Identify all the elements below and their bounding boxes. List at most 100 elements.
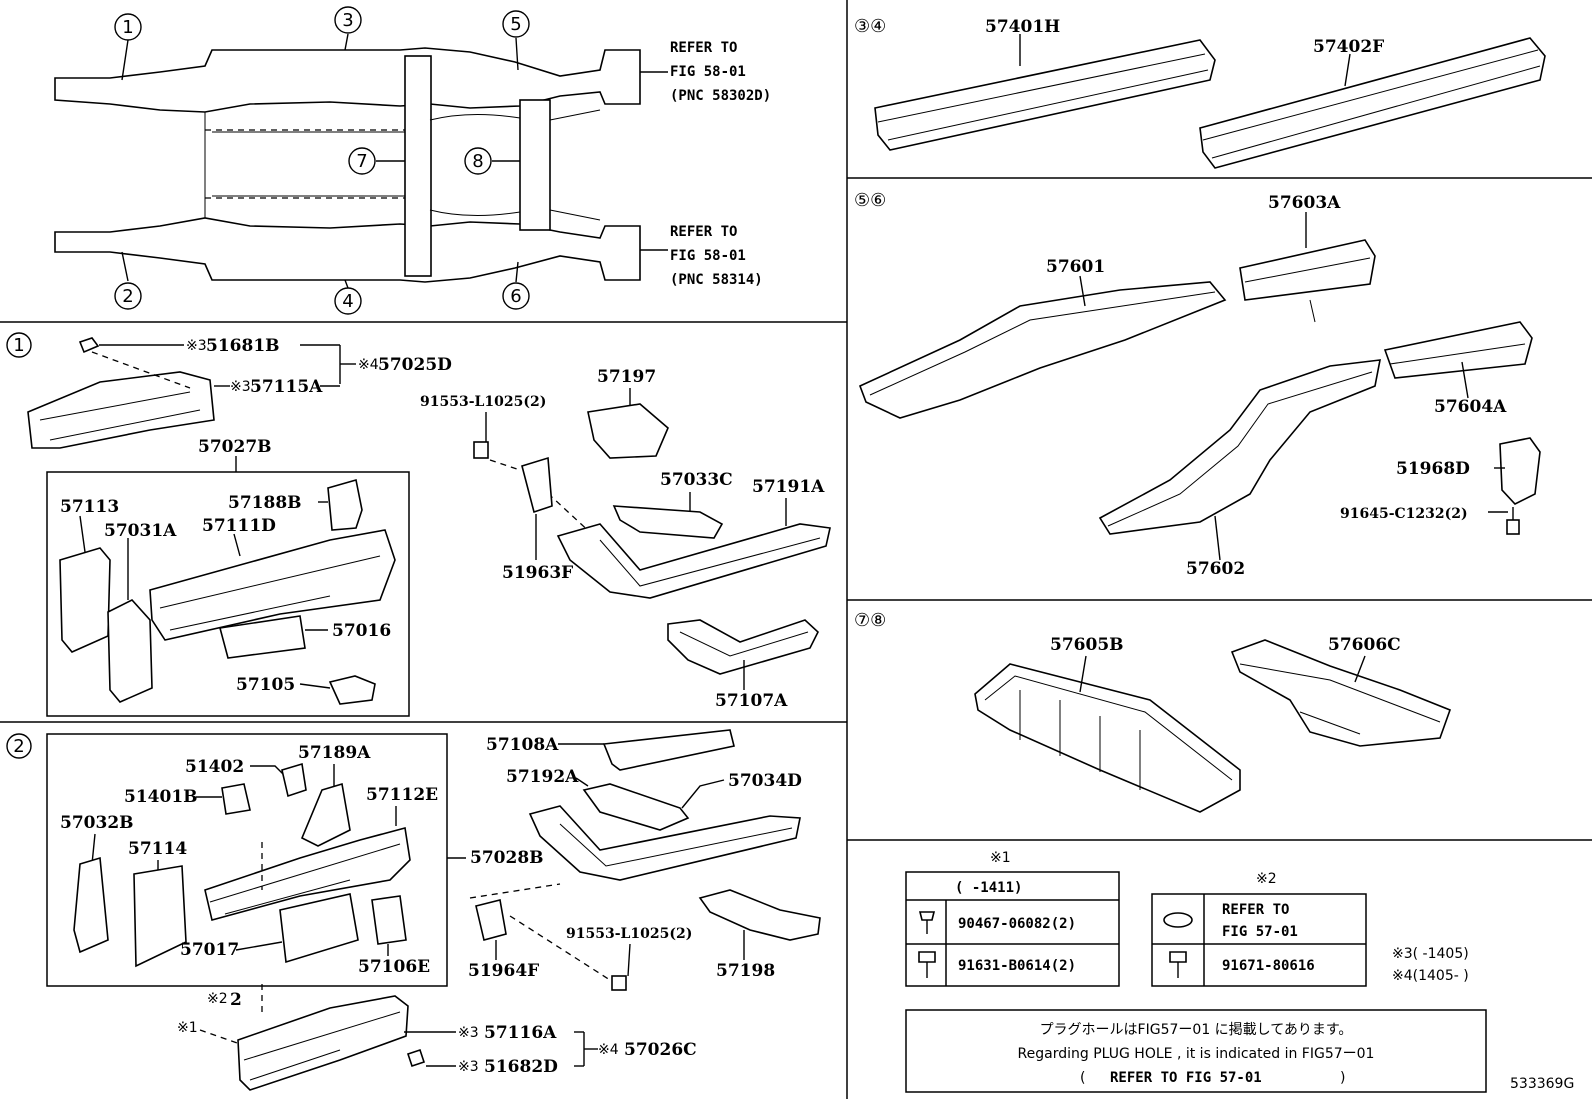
legend: ※1 ( -1411) 90467-06082(2) 91631-B0614(2…: [905, 850, 1574, 1093]
svg-text:※4: ※4: [598, 1042, 619, 1058]
part-label: 91553-L1025(2): [420, 394, 546, 410]
part-label: 57108A: [486, 735, 559, 755]
bolt-icon: [1169, 951, 1187, 978]
section-2-header: 2: [13, 736, 24, 757]
marker-2: 2: [122, 286, 133, 307]
part-label: 51682D: [484, 1057, 558, 1077]
part-label: 57402F: [1313, 37, 1384, 57]
part-label: 2: [230, 990, 242, 1010]
part-label: 57115A: [250, 377, 323, 397]
plug-hole-ref: REFER TO FIG 57-01: [1110, 1070, 1262, 1086]
section-2: 2 57028B 51402 57189A 51401B 57112E 5703…: [6, 729, 821, 1091]
svg-text:※3: ※3: [458, 1059, 479, 1075]
marker-8: 8: [472, 151, 483, 172]
legend-t1-header: ( -1411): [955, 880, 1022, 896]
plug-hole-note-en: Regarding PLUG HOLE , it is indicated in…: [1018, 1046, 1375, 1062]
svg-text:(PNC 58314): (PNC 58314): [670, 272, 763, 288]
svg-text:(: (: [1080, 1070, 1085, 1086]
svg-text:REFER TO: REFER TO: [670, 224, 737, 240]
legend-t1-row: 91631-B0614(2): [958, 958, 1076, 974]
figure-code: 533369G: [1510, 1076, 1574, 1092]
section-1-header: 1: [13, 335, 24, 356]
part-label: 51681B: [206, 336, 280, 356]
overview-refer-top: REFER TO FIG 58-01 (PNC 58302D): [670, 40, 771, 104]
overview-refer-bottom: REFER TO FIG 58-01 (PNC 58314): [670, 224, 763, 288]
svg-text:REFER TO: REFER TO: [670, 40, 737, 56]
part-label: 57111D: [202, 516, 276, 536]
part-label: 57198: [716, 961, 775, 981]
section-1: 1 ※3 51681B ※4 57025D ※3 57115A 57027B: [6, 332, 831, 717]
part-label: 57191A: [752, 477, 825, 497]
legend-t2-row: REFER TO: [1222, 902, 1289, 918]
part-label: 57401H: [985, 17, 1060, 37]
part-label: 57028B: [470, 848, 544, 868]
part-label: 51402: [185, 757, 244, 777]
part-label: 57192A: [506, 767, 579, 787]
marker-4: 4: [342, 291, 353, 312]
part-label: 57189A: [298, 743, 371, 763]
svg-text:FIG 58-01: FIG 58-01: [670, 248, 746, 264]
svg-text:): ): [1340, 1070, 1345, 1086]
overview-frame-drawing: [54, 33, 668, 289]
marker-7: 7: [356, 151, 367, 172]
part-label: 57017: [180, 940, 239, 960]
section-78: ⑦⑧ 57605B 57606C: [854, 610, 1452, 813]
svg-text:※3: ※3: [230, 379, 251, 395]
legend-t2-row: 91671-80616: [1222, 958, 1315, 974]
part-label: 57114: [128, 839, 187, 859]
part-label: 57016: [332, 621, 391, 641]
marker-1: 1: [122, 17, 133, 38]
legend-t2-row: FIG 57-01: [1222, 924, 1298, 940]
part-label: 57025D: [378, 355, 452, 375]
legend-note-4: ※4(1405- ): [1392, 968, 1469, 984]
plug-hole-icon: [1163, 912, 1193, 928]
bolt-icon: [918, 951, 936, 978]
part-label: 57601: [1046, 257, 1105, 277]
part-label: 51963F: [502, 563, 573, 583]
part-label: 57113: [60, 497, 119, 517]
part-label: 57032B: [60, 813, 134, 833]
part-label: 57027B: [198, 437, 272, 457]
part-label: 57602: [1186, 559, 1245, 579]
legend-mark-1: ※1: [990, 850, 1011, 866]
overview-markers: 1 3 5 7 8 2 4 6: [114, 6, 530, 315]
marker-5: 5: [510, 14, 521, 35]
bolt-icon: [918, 911, 936, 934]
part-label: 51401B: [124, 787, 198, 807]
legend-t1-row: 90467-06082(2): [958, 916, 1076, 932]
part-label: 91553-L1025(2): [566, 926, 692, 942]
legend-note-3: ※3( -1405): [1392, 946, 1469, 962]
svg-text:※3: ※3: [458, 1025, 479, 1041]
part-label: 57105: [236, 675, 295, 695]
section-56: ⑤⑥ 57603A 57601 57604A 51968D 91645-C123…: [854, 190, 1541, 579]
svg-text:※2: ※2: [207, 991, 228, 1007]
svg-text:※1: ※1: [177, 1020, 198, 1036]
part-label: 57106E: [358, 957, 430, 977]
section-56-header: ⑤⑥: [854, 190, 886, 211]
svg-text:FIG 58-01: FIG 58-01: [670, 64, 746, 80]
part-label: 57606C: [1328, 635, 1401, 655]
part-label: 57033C: [660, 470, 733, 490]
part-label: 91645-C1232(2): [1340, 506, 1468, 522]
section-78-header: ⑦⑧: [854, 610, 886, 631]
part-label: 57116A: [484, 1023, 557, 1043]
svg-text:※3: ※3: [186, 338, 207, 354]
part-label: 57026C: [624, 1040, 697, 1060]
section-34-header: ③④: [854, 16, 886, 37]
svg-text:※4: ※4: [358, 357, 379, 373]
marker-3: 3: [342, 10, 353, 31]
legend-mark-2: ※2: [1256, 871, 1277, 887]
section-34: ③④ 57401H 57402F: [854, 16, 1546, 169]
part-label: 57112E: [366, 785, 438, 805]
plug-hole-note-jp: プラグホールはFIG57ー01 に掲載してあります。: [1040, 1022, 1353, 1038]
part-label: 51968D: [1396, 459, 1470, 479]
part-label: 57603A: [1268, 193, 1341, 213]
part-label: 57197: [597, 367, 656, 387]
part-label: 51964F: [468, 961, 539, 981]
part-label: 57604A: [1434, 397, 1507, 417]
part-label: 57188B: [228, 493, 302, 513]
marker-6: 6: [510, 286, 521, 307]
part-label: 57034D: [728, 771, 802, 791]
